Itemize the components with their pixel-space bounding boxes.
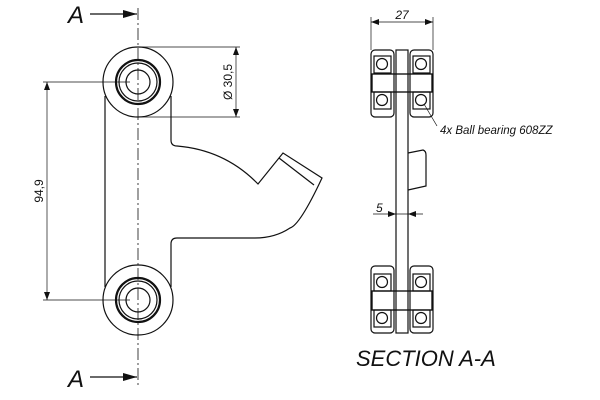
- bearing-label: 4x Ball bearing 608ZZ: [440, 125, 553, 137]
- bottom-bearing-group: [370, 265, 434, 334]
- section-view: 27 5 4x Ball bearing 608ZZ SECTION A-A: [356, 8, 553, 371]
- ball-icon: [375, 57, 389, 71]
- shaft-section: [371, 73, 433, 93]
- dim-diameter: Ø 30,5: [221, 64, 235, 100]
- section-marker-bottom: A: [66, 366, 84, 393]
- hook-tab: [407, 149, 427, 191]
- shaft-section: [371, 290, 433, 311]
- part-outline: [104, 96, 323, 287]
- dim-center-distance: 94,9: [32, 179, 46, 203]
- ball-icon: [375, 275, 389, 289]
- ball-icon: [414, 275, 428, 289]
- plate-section: [395, 49, 409, 334]
- leader-line: [423, 103, 438, 127]
- dim-plate-thickness: 5: [376, 201, 383, 215]
- section-marker-top: A: [66, 2, 84, 29]
- ball-icon: [414, 57, 428, 71]
- front-view: A A 94,9 Ø 30,5: [32, 2, 323, 393]
- ball-icon: [375, 93, 389, 107]
- hook-end-line: [278, 157, 315, 186]
- top-bearing-group: [370, 49, 434, 118]
- ball-icon: [414, 311, 428, 325]
- ball-icon: [414, 93, 428, 107]
- ball-icon: [375, 311, 389, 325]
- section-title: SECTION A-A: [356, 346, 496, 371]
- dim-width: 27: [394, 8, 410, 22]
